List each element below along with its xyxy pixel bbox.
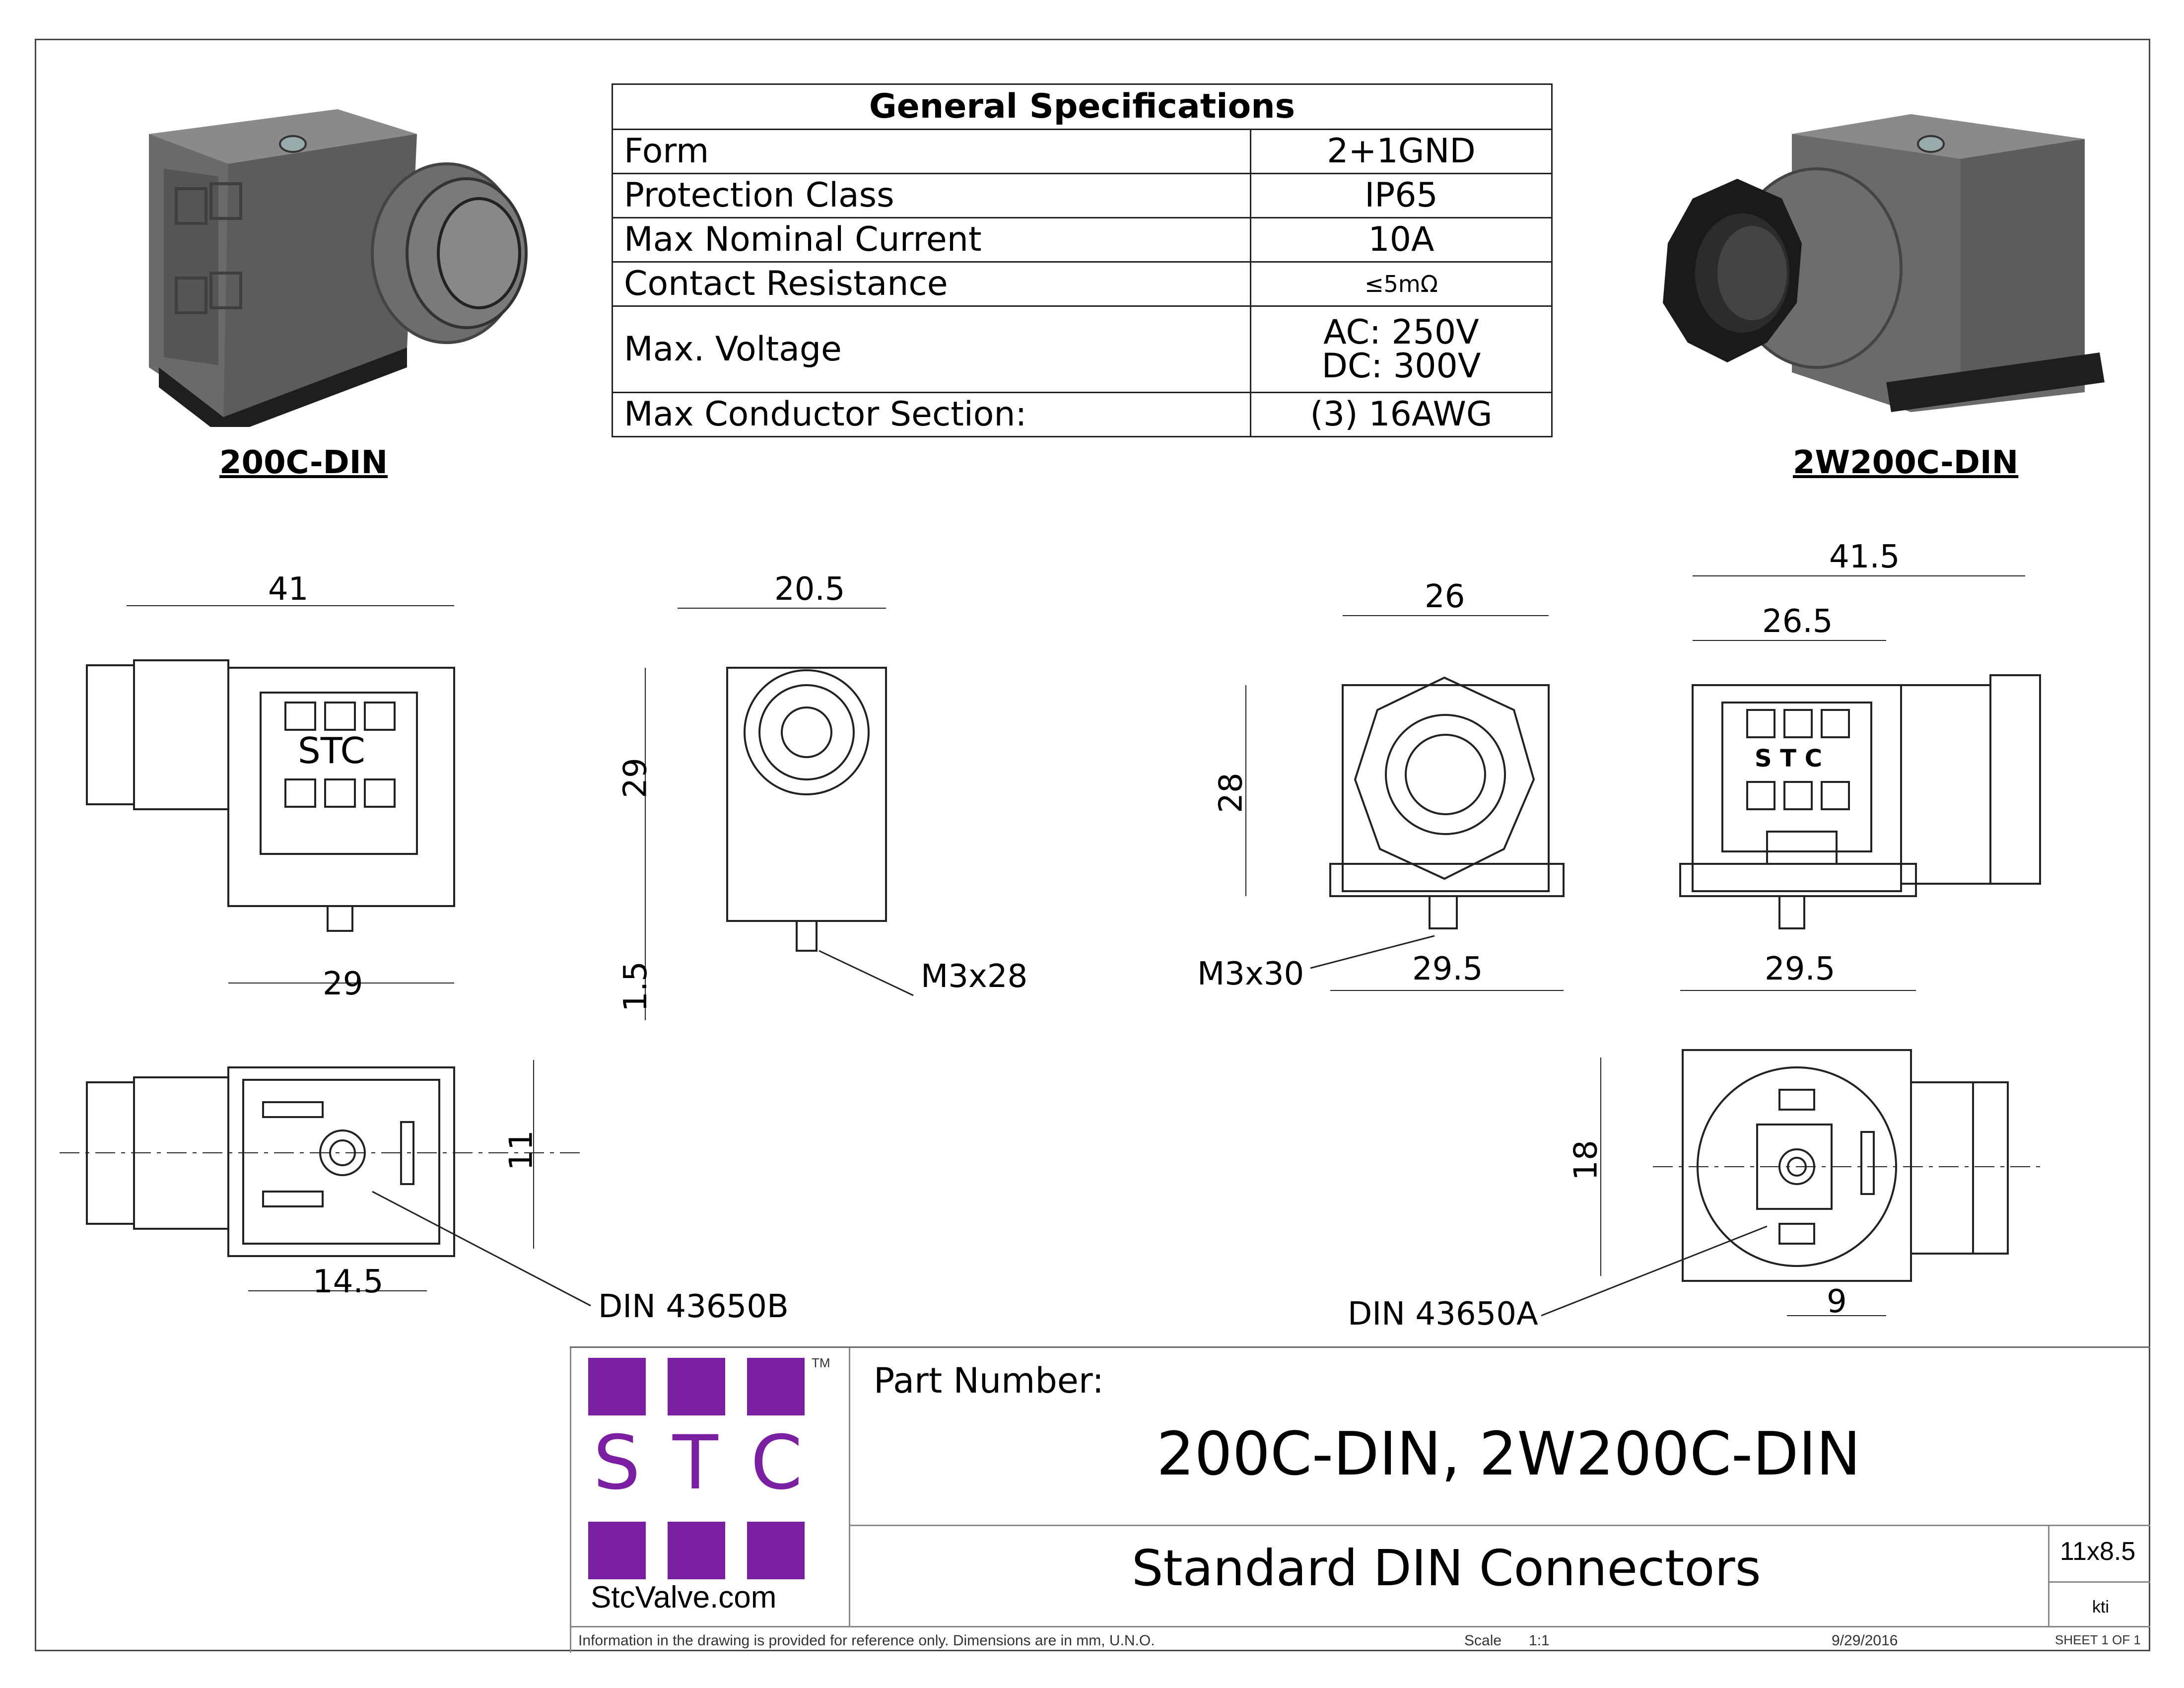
website: StcValve.com	[591, 1580, 777, 1615]
part-number-label: Part Number:	[874, 1360, 1104, 1401]
sheet-size: 11x8.5	[2060, 1537, 2136, 1566]
trademark: TM	[812, 1355, 830, 1370]
dimension-18: 18	[1568, 1140, 1605, 1181]
callout-m3x30: M3x30	[1197, 956, 1304, 992]
dimension-29-bottom: 29	[323, 966, 363, 1002]
drawn-by: kti	[2092, 1598, 2109, 1617]
logo-square	[588, 1358, 646, 1415]
reference-note: Information in the drawing is provided f…	[578, 1632, 1155, 1649]
spec-label: Contact Resistance	[612, 261, 1251, 307]
dimension-11: 11	[503, 1130, 540, 1171]
sheet-border	[35, 39, 2150, 1651]
logo-square	[747, 1522, 805, 1579]
product-label-2w200c-din: 2W200C-DIN	[1793, 444, 2019, 481]
logo-letter: S	[593, 1420, 641, 1506]
view-2w200c-front	[1245, 615, 1565, 991]
spec-label: Max Nominal Current	[612, 217, 1251, 263]
logo-square	[668, 1522, 725, 1579]
logo-square	[588, 1522, 646, 1579]
spec-value: (3) 16AWG	[1250, 392, 1553, 437]
spec-value-dc: DC: 300V	[1321, 346, 1481, 386]
spec-value-ac: AC: 250V	[1323, 312, 1479, 352]
scale-value: 1:1	[1529, 1632, 1550, 1649]
logo-letter: C	[751, 1420, 803, 1506]
logo-letter: T	[673, 1420, 718, 1506]
stc-marking-2w200c: S T C	[1755, 745, 1822, 773]
product-label-200c-din: 200C-DIN	[219, 444, 388, 481]
spec-label: Form	[612, 129, 1251, 174]
dimension-41: 41	[268, 571, 309, 608]
view-200c-bottom	[60, 1060, 591, 1307]
callout-m3x28: M3x28	[921, 958, 1028, 995]
product-image-2w200c-din	[1663, 114, 2105, 412]
view-2w200c-bottom	[1541, 1049, 2045, 1317]
dimension-1-5: 1.5	[617, 961, 654, 1012]
spec-label: Max Conductor Section:	[612, 392, 1251, 437]
logo-square	[668, 1358, 725, 1415]
dimension-20-5: 20.5	[774, 571, 845, 608]
spec-table-title: General Specifications	[612, 83, 1553, 130]
dimension-28: 28	[1213, 773, 1250, 813]
part-number: 200C-DIN, 2W200C-DIN	[1157, 1420, 1861, 1489]
dimension-29-vertical: 29	[617, 758, 654, 798]
spec-value: 10A	[1250, 217, 1553, 263]
table-row: Contact Resistance≤5mΩ	[612, 261, 1553, 307]
table-row: Max Conductor Section:(3) 16AWG	[612, 392, 1553, 437]
sheet-number: SHEET 1 OF 1	[2055, 1632, 2141, 1647]
dimension-14-5: 14.5	[313, 1264, 384, 1300]
dimension-26: 26	[1425, 578, 1465, 615]
dimension-29-5-b: 29.5	[1765, 951, 1836, 987]
spec-label: Protection Class	[612, 173, 1251, 218]
title-block	[570, 1346, 2150, 1653]
view-200c-side	[645, 608, 914, 1020]
dimension-29-5-a: 29.5	[1412, 951, 1483, 987]
drawing-date: 9/29/2016	[1832, 1632, 1898, 1649]
callout-din-43650a: DIN 43650A	[1348, 1296, 1538, 1333]
dimension-26-5: 26.5	[1762, 603, 1833, 640]
dimension-41-5: 41.5	[1829, 539, 1900, 575]
stc-marking-200c: STC	[298, 730, 365, 772]
dimension-9: 9	[1827, 1283, 1847, 1320]
scale-label: Scale	[1464, 1632, 1502, 1649]
product-image-200c-din	[149, 109, 528, 427]
spec-value: IP65	[1250, 173, 1553, 218]
callout-din-43650b: DIN 43650B	[598, 1288, 789, 1325]
technical-drawing-views	[60, 575, 2045, 1317]
view-200c-front	[86, 605, 455, 984]
logo-square	[747, 1358, 805, 1415]
drawing-description: Standard DIN Connectors	[1132, 1539, 1761, 1597]
spec-value: 2+1GND	[1250, 129, 1553, 174]
spec-label: Max. Voltage	[612, 305, 1251, 393]
spec-value: ≤5mΩ	[1250, 261, 1553, 307]
view-2w200c-side	[1679, 575, 2041, 991]
